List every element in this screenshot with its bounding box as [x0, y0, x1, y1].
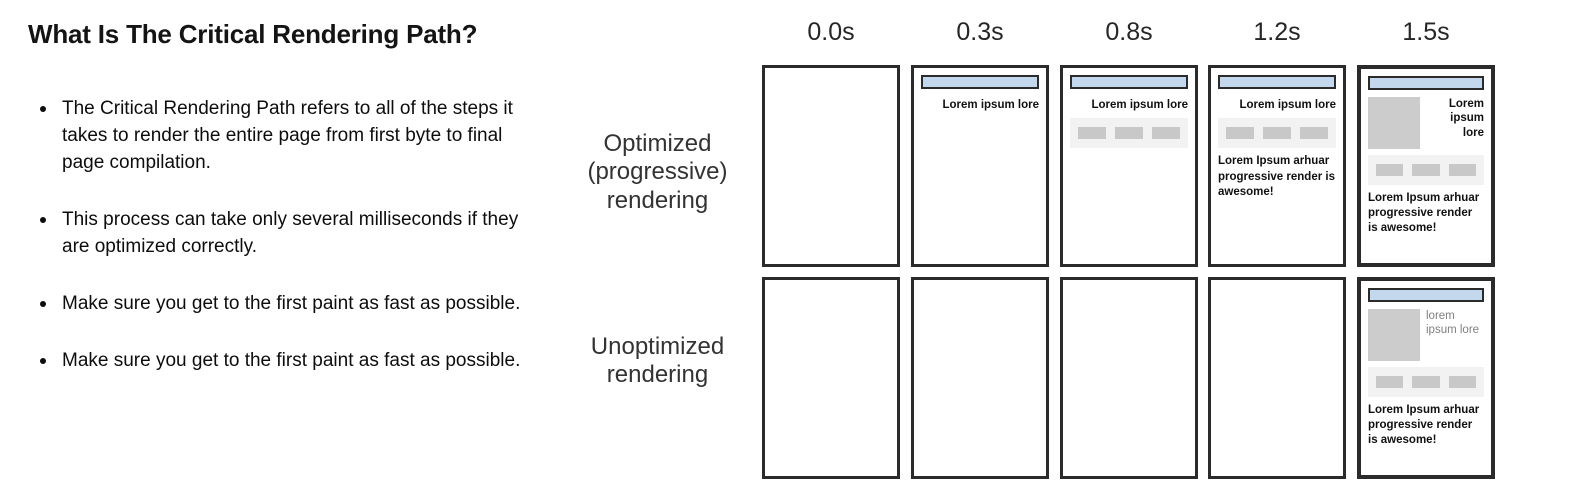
- frame-card-unoptimized-0.8s[interactable]: [1060, 277, 1198, 479]
- frame-card-unoptimized-1.5s[interactable]: lorem ipsum lore Lorem Ipsum arhuar prog…: [1357, 277, 1495, 479]
- chip-block: [1376, 376, 1404, 388]
- slide-text-pane: What Is The Critical Rendering Path? The…: [0, 0, 560, 503]
- frame-card-unoptimized-0.3s[interactable]: [911, 277, 1049, 479]
- frame-card-unoptimized-0.0s[interactable]: [762, 277, 900, 479]
- frame-content: [1211, 280, 1343, 476]
- image-placeholder: [1368, 309, 1420, 361]
- row-label-optimized: Optimized (progressive) rendering: [560, 130, 755, 215]
- image-placeholder: [1368, 97, 1420, 149]
- hero-text: lorem ipsum lore: [1426, 310, 1480, 337]
- chip-block: [1412, 376, 1440, 388]
- time-label-3: 1.2s: [1253, 18, 1301, 46]
- time-label-0: 0.0s: [807, 18, 855, 46]
- body-copy: Lorem Ipsum arhuar progressive render is…: [1368, 192, 1480, 235]
- chip-block: [1078, 127, 1106, 140]
- chip-block: [1115, 127, 1143, 140]
- frame-content: lorem ipsum lore Lorem Ipsum arhuar prog…: [1361, 281, 1491, 475]
- nav-bar-placeholder: [1218, 75, 1336, 89]
- chip-block: [1300, 127, 1328, 140]
- nav-bar-placeholder: [1368, 288, 1484, 302]
- rendering-timeline: 0.0s 0.3s 0.8s 1.2s 1.5s Optimized (prog…: [560, 0, 1577, 503]
- hero-section: Lorem ipsum lore: [1218, 96, 1337, 112]
- row-label-line: Unoptimized: [590, 333, 725, 360]
- frame-content: [914, 280, 1046, 476]
- body-copy: Lorem Ipsum arhuar progressive render is…: [1368, 404, 1480, 447]
- nav-bar-placeholder: [1070, 75, 1188, 89]
- hero-section: Lorem ipsum lore: [1368, 97, 1484, 149]
- hero-text: Lorem ipsum lore: [942, 99, 1040, 111]
- page-title: What Is The Critical Rendering Path?: [28, 19, 478, 49]
- chip-block: [1376, 164, 1404, 176]
- frame-card-optimized-0.0s[interactable]: [762, 65, 900, 267]
- row-label-unoptimized: Unoptimized rendering: [560, 333, 755, 390]
- chip-block: [1448, 376, 1476, 388]
- hero-section: lorem ipsum lore: [1368, 309, 1484, 361]
- chip-band: [1368, 367, 1484, 397]
- hero-section: Lorem ipsum lore: [1070, 96, 1189, 112]
- list-item: Make sure you get to the first paint as …: [34, 348, 534, 375]
- chip-band: [1368, 155, 1484, 185]
- frame-content: [765, 68, 897, 264]
- frame-card-optimized-0.8s[interactable]: Lorem ipsum lore: [1060, 65, 1198, 267]
- chip-band: [1218, 118, 1336, 149]
- frame-card-optimized-0.3s[interactable]: Lorem ipsum lore: [911, 65, 1049, 267]
- frame-content: [1063, 280, 1195, 476]
- list-item: The Critical Rendering Path refers to al…: [34, 96, 534, 177]
- frame-card-optimized-1.2s[interactable]: Lorem ipsum lore Lorem Ipsum arhuar prog…: [1208, 65, 1346, 267]
- frame-content: [765, 280, 897, 476]
- list-item: This process can take only several milli…: [34, 207, 534, 261]
- time-label-1: 0.3s: [956, 18, 1004, 46]
- row-label-line: rendering: [606, 186, 709, 214]
- frame-content: Lorem ipsum lore: [914, 68, 1046, 264]
- bullet-list: The Critical Rendering Path refers to al…: [34, 96, 534, 405]
- row-label-line: Optimized: [603, 130, 712, 157]
- chip-block: [1152, 127, 1180, 140]
- hero-section: Lorem ipsum lore: [921, 96, 1040, 112]
- frame-card-optimized-1.5s[interactable]: Lorem ipsum lore Lorem Ipsum arhuar prog…: [1357, 65, 1495, 267]
- chip-band: [1070, 118, 1188, 149]
- hero-text: Lorem ipsum lore: [1091, 99, 1189, 111]
- nav-bar-placeholder: [921, 75, 1039, 89]
- chip-block: [1263, 127, 1291, 140]
- time-label-4: 1.5s: [1402, 18, 1450, 46]
- chip-block: [1448, 164, 1476, 176]
- frame-content: Lorem ipsum lore: [1063, 68, 1195, 264]
- nav-bar-placeholder: [1368, 76, 1484, 90]
- row-label-line: rendering: [606, 361, 709, 389]
- row-label-line: (progressive): [587, 158, 728, 186]
- frame-content: Lorem ipsum lore Lorem Ipsum arhuar prog…: [1211, 68, 1343, 264]
- time-label-2: 0.8s: [1105, 18, 1153, 46]
- frame-card-unoptimized-1.2s[interactable]: [1208, 277, 1346, 479]
- body-copy: Lorem Ipsum arhuar progressive render is…: [1218, 155, 1335, 198]
- time-axis: 0.0s 0.3s 0.8s 1.2s 1.5s: [560, 20, 1577, 60]
- chip-block: [1226, 127, 1254, 140]
- frame-content: Lorem ipsum lore Lorem Ipsum arhuar prog…: [1361, 69, 1491, 263]
- chip-block: [1412, 164, 1440, 176]
- list-item: Make sure you get to the first paint as …: [34, 291, 534, 318]
- hero-text: Lorem ipsum lore: [1239, 99, 1337, 111]
- hero-text: Lorem ipsum lore: [1448, 98, 1484, 139]
